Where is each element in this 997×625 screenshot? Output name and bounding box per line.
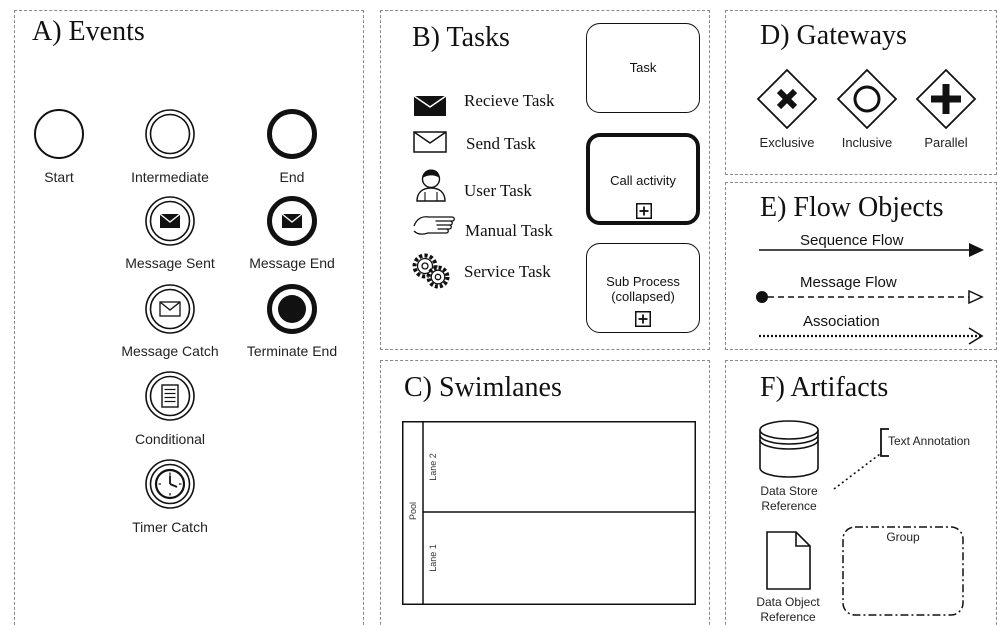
sub-process-label-line2: (collapsed) bbox=[611, 289, 675, 304]
message-end-event-label: Message End bbox=[249, 255, 335, 271]
exclusive-gateway-icon bbox=[756, 68, 818, 130]
send-task-icon bbox=[413, 131, 447, 153]
message-end-event-icon bbox=[266, 195, 318, 247]
gateways-title: D) Gateways bbox=[760, 20, 907, 51]
start-event-icon bbox=[33, 108, 85, 160]
conditional-event-label: Conditional bbox=[134, 431, 206, 447]
end-event-label: End bbox=[279, 169, 305, 185]
user-task-icon bbox=[414, 166, 448, 202]
collapsed-marker-icon bbox=[635, 311, 651, 327]
message-catch-event-label: Message Catch bbox=[121, 343, 219, 359]
message-flow-arrow bbox=[753, 288, 987, 306]
receive-task-label: Recieve Task bbox=[464, 91, 555, 110]
message-sent-event-label: Message Sent bbox=[125, 255, 215, 271]
timer-catch-event-icon bbox=[144, 458, 196, 510]
data-object-icon bbox=[766, 531, 812, 591]
pool-diagram bbox=[402, 421, 697, 605]
call-activity-box: Call activity bbox=[586, 133, 700, 225]
manual-task-icon bbox=[412, 213, 456, 241]
parallel-gateway-icon bbox=[915, 68, 977, 130]
swimlanes-title: C) Swimlanes bbox=[404, 372, 562, 403]
association-label: Association bbox=[803, 313, 880, 330]
association-arrow bbox=[757, 325, 987, 347]
inclusive-gateway-label: Inclusive bbox=[841, 135, 893, 150]
group-box bbox=[842, 526, 966, 618]
data-store-label-line1: Data Store bbox=[760, 484, 818, 498]
tasks-title: B) Tasks bbox=[412, 22, 510, 53]
user-task-label: User Task bbox=[464, 181, 532, 200]
group-label: Group bbox=[886, 530, 920, 544]
intermediate-event-label: Intermediate bbox=[131, 169, 209, 185]
parallel-gateway-label: Parallel bbox=[924, 135, 968, 150]
data-object-label-line1: Data Object bbox=[756, 595, 820, 609]
timer-catch-event-label: Timer Catch bbox=[132, 519, 208, 535]
manual-task-label: Manual Task bbox=[465, 221, 553, 240]
receive-task-icon bbox=[413, 95, 447, 117]
exclusive-gateway-label: Exclusive bbox=[759, 135, 815, 150]
end-event-icon bbox=[266, 108, 318, 160]
data-store-label-line2: Reference bbox=[761, 499, 817, 513]
terminate-end-event-icon bbox=[266, 283, 318, 335]
sequence-flow-label: Sequence Flow bbox=[800, 232, 904, 249]
tasks-panel bbox=[380, 10, 710, 350]
data-store-icon bbox=[758, 418, 820, 480]
service-task-label: Service Task bbox=[464, 262, 551, 281]
terminate-end-event-label: Terminate End bbox=[246, 343, 338, 359]
events-panel bbox=[14, 10, 364, 625]
annotation-association-line bbox=[832, 452, 882, 492]
sub-process-box: Sub Process (collapsed) bbox=[586, 243, 700, 333]
text-annotation-label: Text Annotation bbox=[888, 434, 971, 448]
events-title: A) Events bbox=[32, 16, 145, 47]
message-flow-label: Message Flow bbox=[800, 274, 897, 291]
conditional-event-icon bbox=[144, 370, 196, 422]
task-box: Task bbox=[586, 23, 700, 113]
lane-1-label: Lane 1 bbox=[428, 544, 438, 572]
start-event-label: Start bbox=[44, 169, 74, 185]
lane-2-label: Lane 2 bbox=[428, 453, 438, 481]
send-task-label: Send Task bbox=[466, 134, 536, 153]
message-catch-event-icon bbox=[144, 283, 196, 335]
inclusive-gateway-icon bbox=[836, 68, 898, 130]
swimlanes-panel bbox=[380, 360, 710, 625]
intermediate-event-icon bbox=[144, 108, 196, 160]
service-task-icon bbox=[412, 253, 452, 289]
sub-process-label-line1: Sub Process bbox=[606, 274, 680, 289]
sequence-flow-arrow bbox=[757, 241, 987, 259]
flow-objects-title: E) Flow Objects bbox=[760, 192, 944, 223]
collapsed-marker-icon bbox=[636, 203, 652, 219]
call-activity-label: Call activity bbox=[610, 173, 676, 188]
text-annotation-bracket bbox=[880, 428, 890, 458]
task-box-label: Task bbox=[629, 60, 657, 75]
data-object-label-line2: Reference bbox=[760, 610, 816, 624]
message-sent-event-icon bbox=[144, 195, 196, 247]
artifacts-title: F) Artifacts bbox=[760, 372, 889, 403]
pool-label: Pool bbox=[408, 502, 418, 521]
